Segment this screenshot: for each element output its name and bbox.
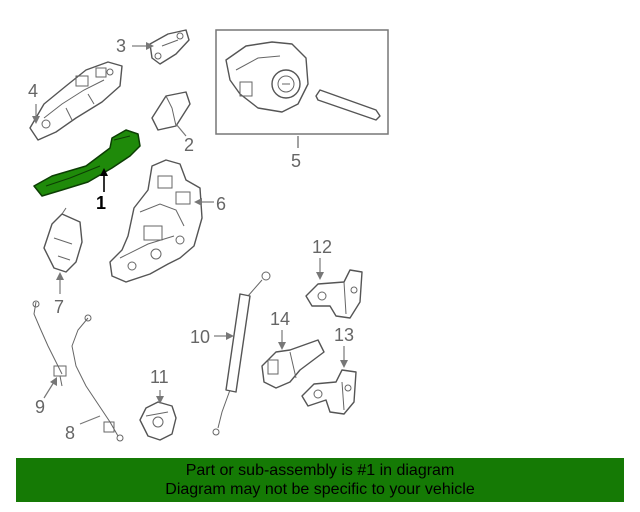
- callout-12[interactable]: 12: [312, 237, 333, 257]
- part-13-lower-hinge[interactable]: [301, 369, 357, 415]
- part-9-cable[interactable]: [32, 300, 67, 387]
- part-10-rod[interactable]: [212, 271, 271, 436]
- part-7-cover[interactable]: [43, 207, 83, 273]
- callout-9[interactable]: 9: [35, 397, 46, 417]
- callout-10[interactable]: 10: [190, 327, 211, 347]
- banner-line-1: Part or sub-assembly is #1 in diagram: [185, 462, 455, 479]
- parts-diagram: [29, 29, 389, 442]
- callout-1[interactable]: 1: [96, 193, 107, 213]
- callout-7[interactable]: 7: [54, 297, 65, 317]
- callout-14[interactable]: 14: [270, 309, 291, 329]
- part-5-lock-cylinder-kit[interactable]: [215, 29, 389, 148]
- part-3-bracket[interactable]: [149, 29, 190, 65]
- callout-8[interactable]: 8: [65, 423, 76, 443]
- part-2-cap[interactable]: [151, 91, 191, 131]
- part-info-banner: Part or sub-assembly is #1 in diagram Di…: [16, 458, 624, 502]
- callout-13[interactable]: 13: [334, 325, 355, 345]
- callout-6[interactable]: 6: [216, 194, 227, 214]
- part-8-cable[interactable]: [71, 314, 124, 442]
- part-1-outside-handle[interactable]: [33, 129, 141, 197]
- callout-4[interactable]: 4: [28, 81, 39, 101]
- part-14-check-strap[interactable]: [261, 339, 325, 389]
- part-6-latch[interactable]: [109, 159, 203, 283]
- leader-lines: [32, 42, 348, 425]
- part-11-striker[interactable]: [139, 401, 177, 441]
- callout-3[interactable]: 3: [116, 36, 127, 56]
- banner-line-2: Diagram may not be specific to your vehi…: [165, 481, 475, 498]
- part-4-handle-frame[interactable]: [29, 61, 123, 141]
- callout-5[interactable]: 5: [291, 151, 302, 171]
- callout-11[interactable]: 11: [150, 367, 169, 387]
- callout-2[interactable]: 2: [184, 135, 195, 155]
- part-12-upper-hinge[interactable]: [305, 269, 363, 319]
